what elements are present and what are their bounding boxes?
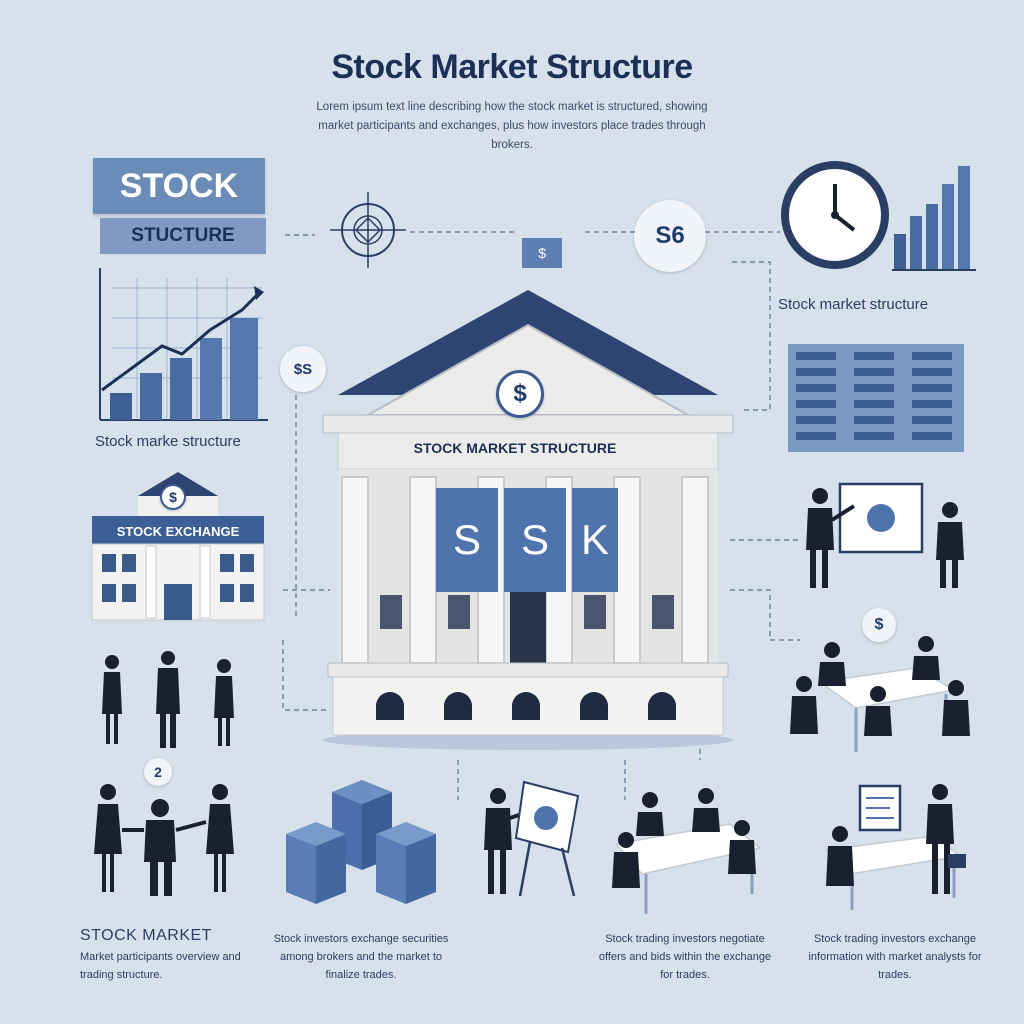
meeting-coin-label: $ [874,616,884,633]
stock-badge: STOCK [93,158,265,214]
dollar-bubble-right-icon: S6 [634,200,706,272]
building-pediment-label: STOCK MARKET STRUCTURE [413,440,617,456]
dollar-bubble-left-label: $S [293,360,313,378]
handshake-bubble-label: 2 [154,764,162,780]
left-chart-caption: Stock marke structure [95,433,241,450]
bottom-text-col4: Stock trading investors exchange informa… [808,933,982,981]
clock-icon [781,161,889,269]
stacked-cubes-icon [286,780,436,904]
stock-exchange-building [322,290,734,750]
banner-letter: K [580,516,609,563]
presenter-easel-icon [484,780,580,897]
small-flag-icon: $ [522,238,562,268]
bottom-title: STOCK MARKET [80,927,212,944]
building-banner-1: S [436,488,498,592]
banner-letter: S [520,516,549,563]
handshake-people-icon [94,784,234,896]
building-banner-2: S [504,488,566,592]
rooftop-coin-label: $ [513,380,527,407]
growth-chart-icon [99,268,268,421]
bottom-text-col2: Stock investors exchange securities amon… [273,933,449,981]
standing-people-icon [102,651,234,748]
intro-text: Lorem ipsum text line describing how the… [316,101,708,151]
bottom-text-col3: Stock trading investors negotiate offers… [598,933,772,981]
desk-monitor-icon [824,784,966,910]
meeting-table-icon [612,788,762,914]
target-icon [330,192,406,268]
small-flag-label: $ [538,245,546,261]
handshake-bubble-icon: 2 [144,758,172,786]
small-exchange-coin-icon: $ [160,484,186,510]
small-exchange-building-icon [91,472,265,621]
right-clock-caption: Stock market structure [778,296,929,313]
right-meeting-icon [790,636,970,752]
bottom-text-col1: Market participants overview and trading… [80,951,241,981]
page-title: Stock Market Structure [331,48,693,86]
rooftop-dollar-coin-icon: $ [496,370,544,418]
presentation-board-icon [806,482,964,588]
data-board-icon [788,344,964,452]
right-bar-chart-icon [892,166,976,271]
meeting-dollar-bubble-icon: $ [862,608,896,642]
dollar-bubble-right-label: S6 [655,222,685,249]
building-banner-3: K [572,488,618,592]
small-exchange-coin-label: $ [169,489,177,505]
dollar-bubble-left-icon: $S [280,346,326,392]
banner-letter: S [452,516,481,563]
structure-badge: STUCTURE [100,218,266,254]
small-exchange-sign: STOCK EXCHANGE [116,524,240,539]
